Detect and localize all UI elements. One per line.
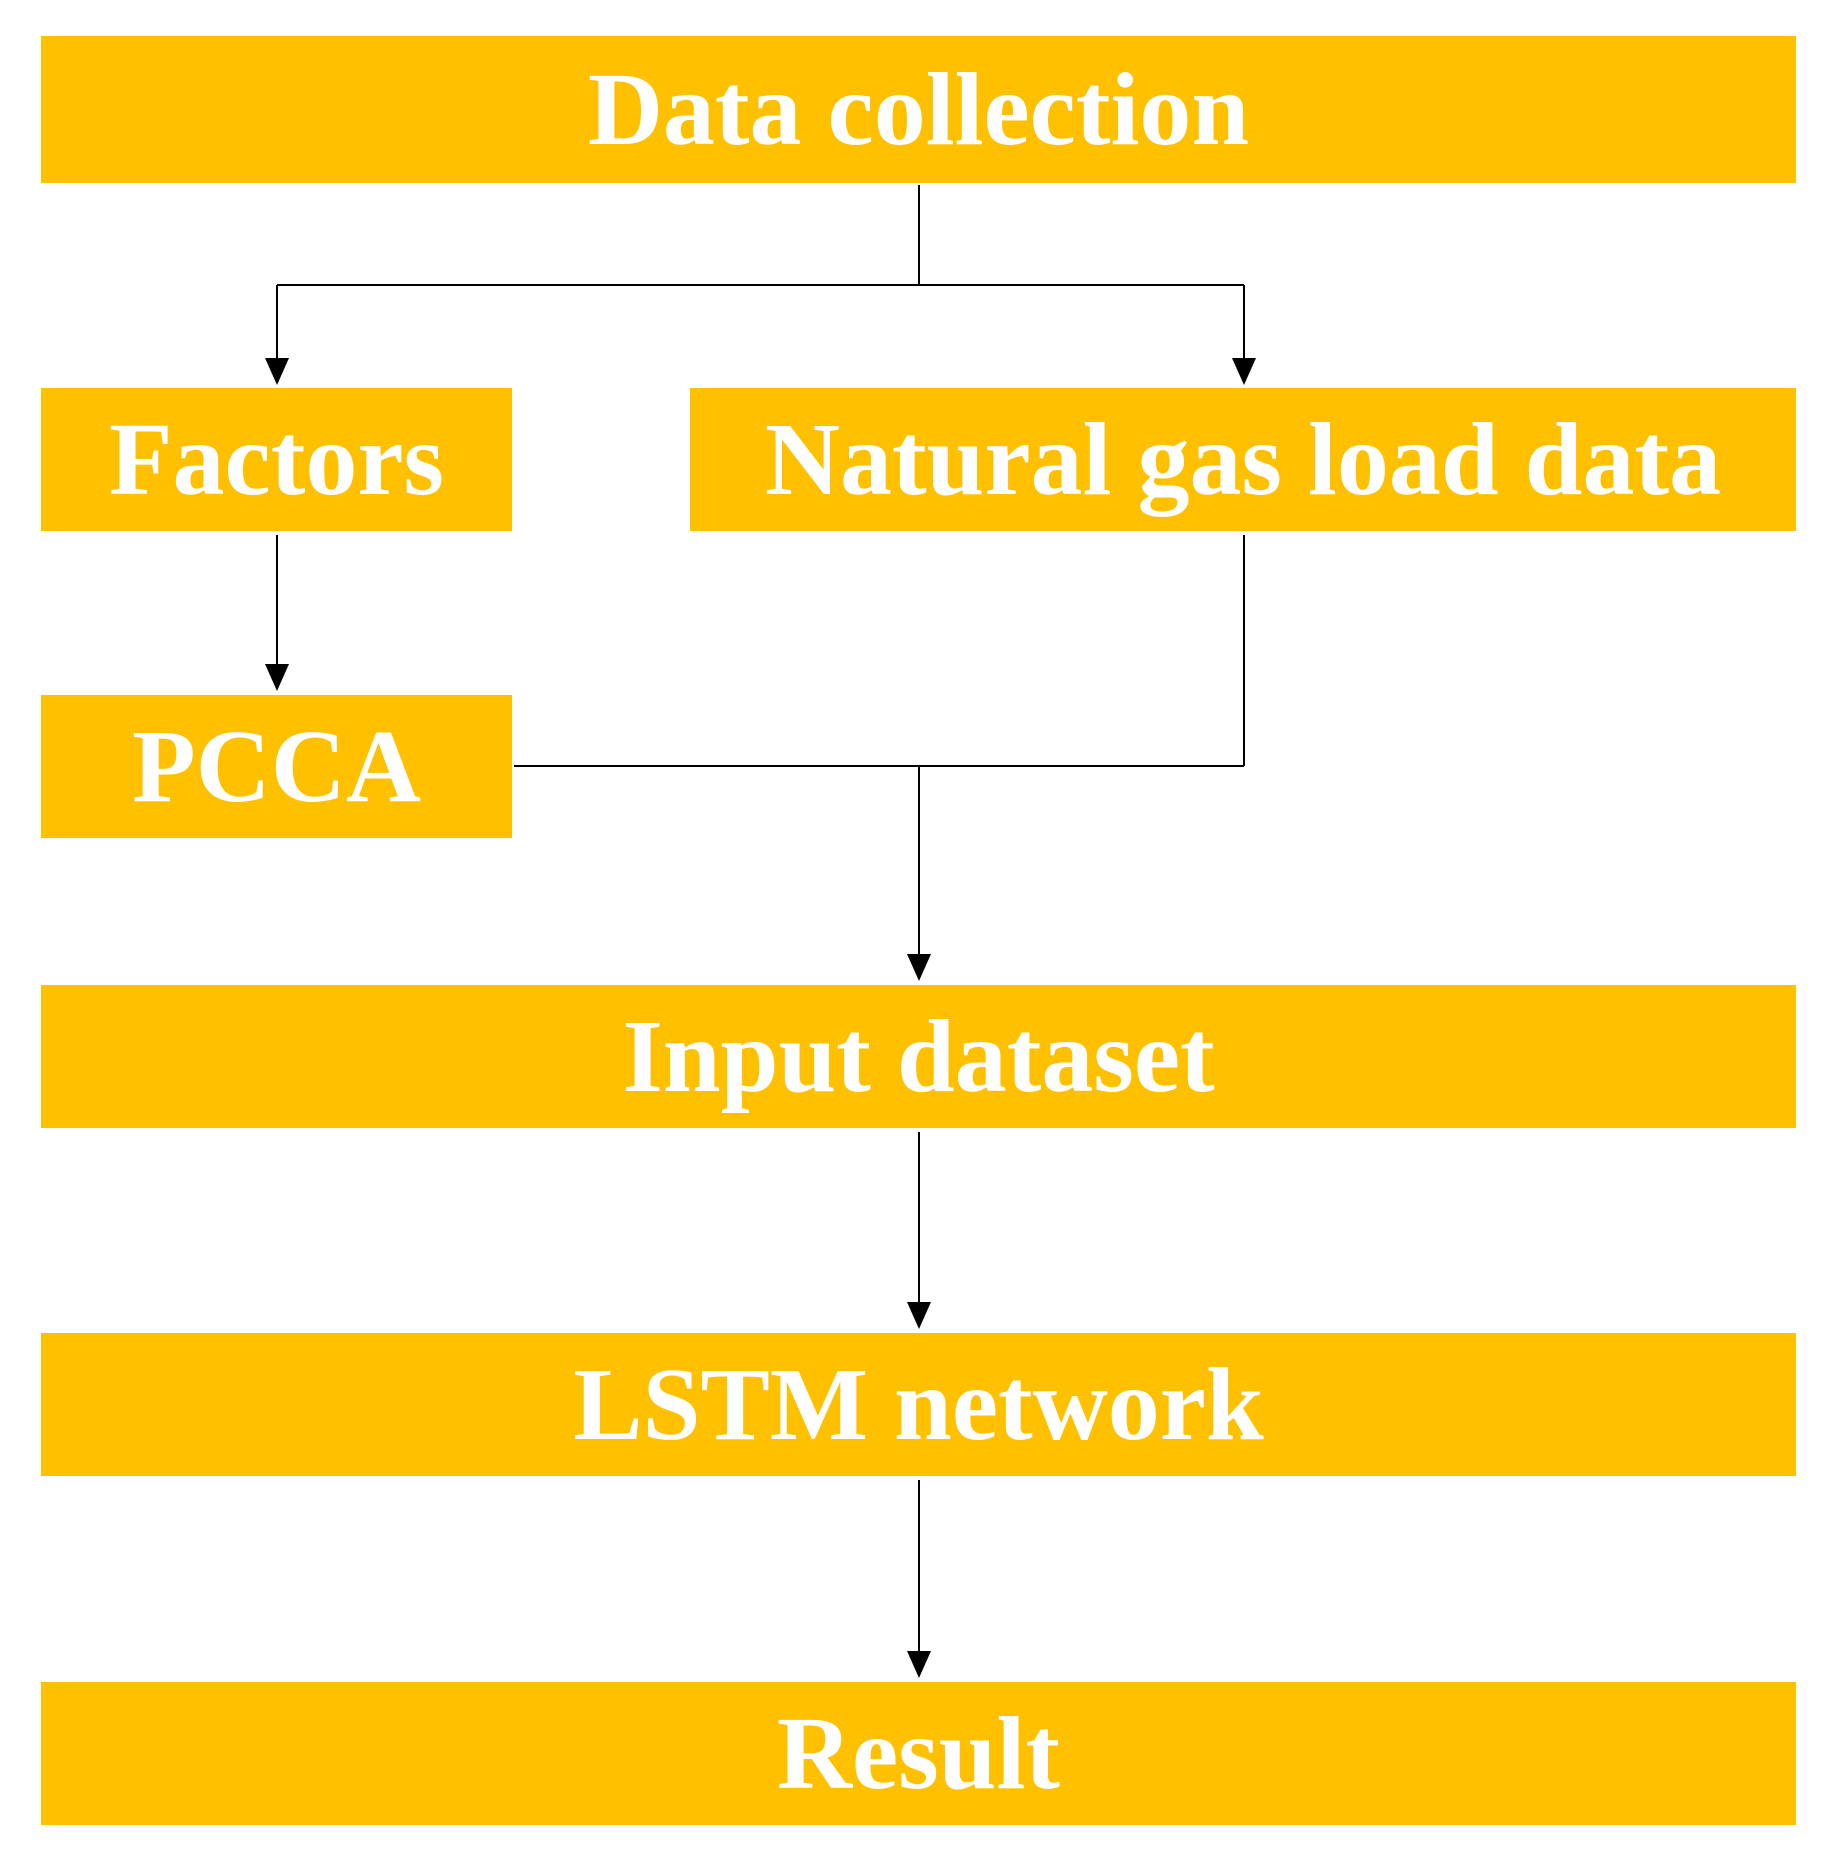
box-lstm-network: LSTM network (41, 1333, 1796, 1476)
box-label-result: Result (776, 1695, 1061, 1811)
box-label-lstm-network: LSTM network (573, 1346, 1264, 1462)
box-input-dataset: Input dataset (41, 985, 1796, 1128)
arrow-to-natural-gas-load-data (1232, 285, 1256, 385)
box-result: Result (41, 1682, 1796, 1825)
arrow-to-input-dataset (907, 766, 931, 981)
arrow-to-lstm-network (907, 1132, 931, 1329)
box-data-collection: Data collection (41, 36, 1796, 183)
box-label-natural-gas-load-data: Natural gas load data (764, 401, 1722, 517)
box-label-data-collection: Data collection (587, 51, 1250, 167)
box-factors: Factors (41, 388, 512, 531)
box-pcca: PCCA (41, 695, 512, 838)
box-natural-gas-load-data: Natural gas load data (690, 388, 1796, 531)
box-label-factors: Factors (109, 401, 444, 517)
arrow-to-result (907, 1480, 931, 1678)
arrow-factors-to-pcca (265, 535, 289, 691)
box-label-input-dataset: Input dataset (622, 998, 1215, 1114)
arrow-to-factors (265, 285, 289, 385)
box-label-pcca: PCCA (132, 708, 421, 824)
